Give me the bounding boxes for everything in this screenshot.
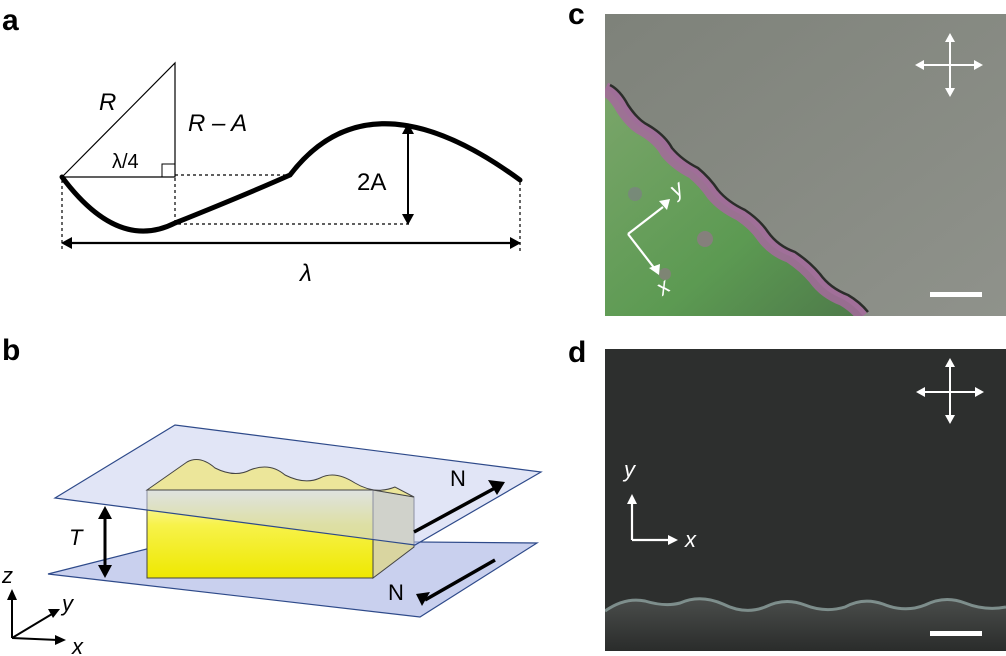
film-region [605, 89, 863, 316]
label-axis-z: z [1, 563, 13, 588]
axis-y-arrowhead [659, 199, 670, 210]
axis-z-arrowhead [7, 589, 17, 600]
film-edge-line [605, 597, 1006, 613]
force-arrow-top [413, 486, 496, 534]
label-R: R [99, 89, 116, 116]
label-T: T [69, 525, 84, 550]
force-arrowhead-bottom [416, 592, 430, 606]
panel-d-micrograph: y x [605, 349, 1006, 651]
panel-a-diagram: R R – A λ/4 2A λ [59, 61, 523, 287]
geometry-triangle [60, 61, 176, 178]
scale-bar [930, 631, 982, 636]
axis-x-arrowhead [649, 264, 660, 275]
axis-y-line [627, 206, 664, 235]
force-arrowhead-top [488, 480, 505, 495]
texture-spot [628, 187, 642, 201]
label-axis-x: x [684, 527, 697, 552]
film-edge-line [609, 83, 869, 313]
texture-spot [697, 231, 713, 247]
polarizer-cross-arrowheads [916, 358, 984, 424]
amplitude-arrowhead-bottom [402, 214, 414, 225]
axis-x-line [11, 637, 59, 641]
polarizer-cross-icon [919, 361, 981, 421]
wavelength-arrowhead-right [510, 237, 521, 249]
scale-bar [930, 292, 982, 297]
thickness-arrowhead-bottom [98, 565, 112, 578]
label-N-bottom: N [388, 580, 404, 605]
block-top-face [145, 459, 415, 498]
panel-a-letter: a [2, 4, 19, 37]
label-lambda: λ [298, 260, 312, 287]
label-lambda-quarter: λ/4 [112, 151, 139, 173]
thickness-arrowhead-top [98, 506, 112, 519]
amplitude-arrowhead-top [402, 123, 414, 134]
texture-spot [659, 268, 671, 280]
axis-y-arrowhead [48, 609, 60, 618]
panel-b-diagram: T N N z y x [1, 424, 543, 656]
panel-c-micrograph: y x [605, 14, 1006, 316]
polarizer-cross-arrowheads [915, 33, 983, 97]
panel-d-letter: d [568, 336, 587, 369]
axis-x-arrowhead [55, 635, 66, 645]
label-2A: 2A [357, 169, 386, 196]
label-R-minus-A: R – A [188, 110, 247, 137]
label-axis-x: x [71, 634, 84, 656]
film-edge-band [605, 82, 869, 316]
right-angle-mark [161, 163, 175, 177]
label-axis-y: y [622, 457, 637, 482]
axis-y-line [11, 613, 53, 639]
force-arrow-bottom [424, 558, 496, 602]
label-N-top: N [450, 466, 466, 491]
panel-c-letter: c [568, 0, 585, 31]
polarizer-cross-icon [918, 36, 980, 94]
film-region [605, 598, 1006, 651]
panel-b-letter: b [2, 334, 21, 367]
wavelength-arrowhead-left [61, 237, 72, 249]
axis-x-arrowhead [668, 535, 678, 545]
axis-x-line [627, 233, 656, 270]
label-axis-y: y [60, 591, 75, 616]
axis-y-arrowhead [627, 494, 637, 504]
